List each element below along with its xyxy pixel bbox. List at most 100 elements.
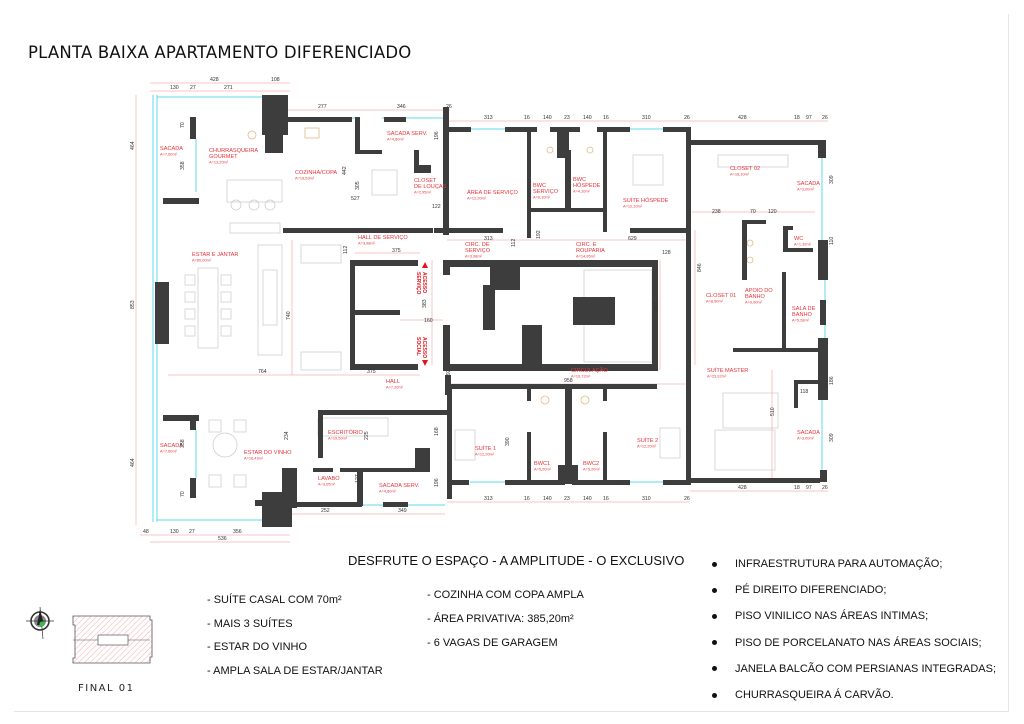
dimension-label: 464 (130, 458, 136, 467)
dimension-label: 127 (355, 474, 361, 483)
bullet-item: CHURRASQUEIRA Á CARVÃO. (712, 688, 996, 714)
dimension-label: 140 (583, 496, 592, 502)
access-service-label: ACESSO SERVIÇO (415, 262, 428, 295)
dimension-label: 112 (343, 246, 349, 254)
dimension-label: 70 (180, 491, 186, 497)
bullet-item: JANELA BALCÃO COM PERSIANAS INTEGRADAS; (712, 662, 996, 688)
room-area: A=14,95m² (576, 254, 596, 259)
room-name: SACADA SERV. (387, 131, 428, 137)
dimension-label: 168 (434, 427, 440, 436)
dimension-label: 510 (770, 407, 776, 416)
bullet-text: INFRAESTRUTURA PARA AUTOMAÇÃO; (735, 558, 943, 570)
room-area: A=7,60m² (160, 449, 178, 454)
room-area: A=5,20m² (583, 467, 601, 472)
dimension-label: 140 (543, 115, 552, 121)
room-area: A=12,20m² (467, 196, 487, 201)
dimension-label: 140 (583, 115, 592, 121)
room-name: SUÍTE 2 (637, 437, 658, 444)
room-name: CLOSET (414, 178, 437, 184)
dimension-label: 70 (750, 209, 756, 215)
bullet-text: PISO VINILICO NAS ÁREAS INTIMAS; (735, 610, 929, 623)
dimension-label: 464 (130, 141, 136, 150)
bullet-icon (712, 561, 717, 567)
dimension-label: 310 (642, 496, 651, 502)
dimension-label: 110 (829, 237, 835, 245)
dimension-label: 16 (524, 115, 530, 121)
bullet-icon (712, 613, 717, 619)
room-area: A=19,53m² (295, 176, 315, 181)
feature-item: - MAIS 3 SUÍTES (207, 617, 293, 630)
dimension-label: 122 (432, 204, 441, 210)
room-name: SACADA SERV. (379, 483, 420, 489)
dimension-label: 16 (524, 496, 530, 502)
slogan-heading: DESFRUTE O ESPAÇO - A AMPLITUDE - O EXCL… (348, 553, 685, 568)
room-label: WCA=1,32m² (794, 236, 812, 247)
dimension-label: 271 (224, 85, 233, 91)
room-name: WC (794, 236, 803, 242)
dimension-label: 196 (434, 131, 440, 140)
room-name: CLOSET 02 (730, 166, 760, 172)
dimension-label: 120 (768, 209, 777, 215)
dimension-label: 358 (180, 161, 186, 170)
feature-item: - 6 VAGAS DE GARAGEM (427, 637, 558, 649)
room-name: ESTAR DO VINHO (244, 450, 292, 456)
room-area: A=23,92m² (707, 374, 727, 379)
room-area: A=8,50m² (706, 299, 724, 304)
compass-icon (26, 606, 54, 640)
bullet-item: PÉ DIREITO DIFERENCIADO; (712, 583, 996, 609)
room-area: A=5,28m² (792, 318, 810, 323)
dimension-label: 313 (484, 236, 493, 242)
room-area: A=5,20m² (534, 467, 552, 472)
room-label: SACADA SERV.A=4,80m² (379, 483, 420, 494)
dimension-label: 128 (662, 250, 671, 256)
dimension-label: 853 (130, 300, 136, 309)
dimension-label: 23 (564, 496, 570, 502)
room-name: ESTAR E JANTAR (192, 252, 238, 258)
dimension-label: 26 (684, 115, 690, 121)
room-label: CLOSET 02A=16,10m² (730, 166, 760, 177)
dimension-label: 196 (434, 478, 440, 487)
feature-item: - ESTAR DO VINHO (207, 641, 308, 653)
dimension-label: 18 (794, 485, 800, 491)
dimension-label: 16 (603, 496, 609, 502)
dimension-label: 310 (642, 115, 651, 121)
room-name: LAVABO (318, 476, 340, 482)
room-name: SERVIÇO (465, 248, 491, 254)
dimension-label: 160 (424, 318, 433, 324)
room-area: A=1,32m² (794, 242, 812, 247)
bullet-icon (712, 666, 717, 672)
dimension-label: 428 (738, 485, 747, 491)
bullet-item: PISO VINILICO NAS ÁREAS INTIMAS; (712, 609, 996, 635)
dimension-label: 653 (654, 302, 660, 311)
dimension-label: 277 (318, 104, 327, 110)
dimension-label: 375 (367, 369, 376, 375)
room-name: HALL (386, 379, 400, 385)
room-name: CIRCULAÇÃO (571, 367, 608, 374)
dimension-label: 140 (543, 496, 552, 502)
room-name: SERVIÇO (533, 189, 559, 195)
walls (155, 95, 828, 527)
room-area: A=12,20m² (637, 444, 657, 449)
feature-item: - SUÍTE CASAL COM 70m² (207, 594, 342, 606)
room-name: SUÍTE HÓSPEDE (623, 197, 669, 204)
features-left-list: - SUÍTE CASAL COM 70m² - MAIS 3 SUÍTES -… (207, 593, 383, 687)
room-area: A=4,80m² (387, 137, 405, 142)
dimension-label: 383 (422, 299, 428, 308)
dimension-label: 112 (511, 239, 517, 247)
room-area: A=13,20m² (209, 160, 229, 165)
access-service-line: SERVIÇO (415, 272, 421, 295)
dimension-label: 346 (397, 104, 406, 110)
bullet-text: CHURRASQUEIRA Á CARVÃO. (735, 688, 894, 701)
room-name: ÁREA DE SERVIÇO (467, 189, 519, 196)
room-name: SALA DE (792, 306, 816, 312)
